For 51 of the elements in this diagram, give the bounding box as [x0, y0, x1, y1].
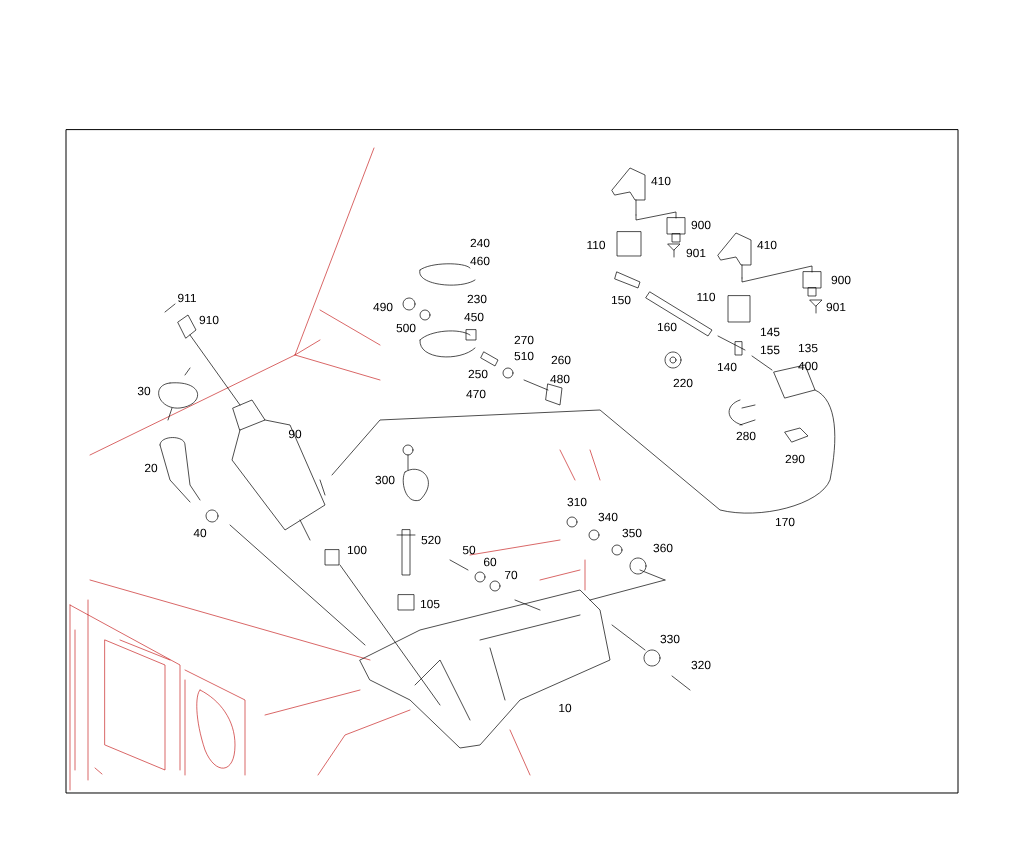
- callout-number: 240: [470, 238, 490, 248]
- callout-number: 901: [686, 248, 706, 258]
- callout-number: 901: [826, 302, 846, 312]
- callout-number: 90: [288, 429, 302, 439]
- callout-number: 145: [760, 327, 780, 337]
- callout-number: 470: [466, 389, 486, 399]
- callout-number: 10: [559, 703, 572, 713]
- callout-number: 140: [717, 362, 737, 372]
- callout-number: 40: [193, 528, 207, 538]
- callout-number: 900: [831, 275, 851, 285]
- callout-number: 410: [651, 176, 671, 186]
- callout-number: 910: [199, 315, 219, 325]
- callout-number: 300: [375, 475, 395, 485]
- callout-number: 50: [462, 545, 476, 555]
- callout-number: 105: [420, 599, 440, 609]
- callout-number: 450: [464, 312, 484, 322]
- callout-number: 250: [468, 369, 488, 379]
- callout-number: 155: [760, 345, 780, 355]
- callout-number: 30: [137, 386, 151, 396]
- callout-number: 900: [691, 220, 711, 230]
- callout-number: 330: [660, 634, 680, 644]
- callout-number: 100: [347, 545, 367, 555]
- callout-number: 170: [775, 517, 795, 527]
- callout-number: 490: [373, 302, 393, 312]
- callout-number: 220: [673, 378, 693, 388]
- callout-number: 110: [697, 292, 716, 302]
- callout-number: 150: [611, 295, 631, 305]
- callout-number: 260: [551, 355, 571, 365]
- callout-number: 320: [691, 660, 711, 670]
- callout-number: 340: [598, 512, 618, 522]
- callout-number: 510: [514, 351, 534, 361]
- callout-number: 70: [504, 570, 518, 580]
- callout-number: 350: [622, 528, 642, 538]
- callout-number: 290: [785, 454, 805, 464]
- callout-number: 480: [550, 374, 570, 384]
- callout-number: 911: [178, 293, 196, 303]
- callout-number: 230: [467, 294, 487, 304]
- callout-number: 160: [657, 322, 677, 332]
- callout-number: 280: [736, 431, 756, 441]
- callout-number: 135: [798, 343, 818, 353]
- callout-number: 60: [483, 557, 497, 567]
- callout-number: 400: [798, 361, 818, 371]
- callout-number: 270: [514, 335, 534, 345]
- callout-number: 20: [144, 463, 158, 473]
- callout-number: 360: [653, 543, 673, 553]
- callout-number: 500: [396, 323, 416, 333]
- callout-number: 410: [757, 240, 777, 250]
- callout-number: 460: [470, 256, 490, 266]
- callout-number: 310: [567, 497, 587, 507]
- callout-number: 110: [587, 240, 606, 250]
- callout-number: 520: [421, 535, 441, 545]
